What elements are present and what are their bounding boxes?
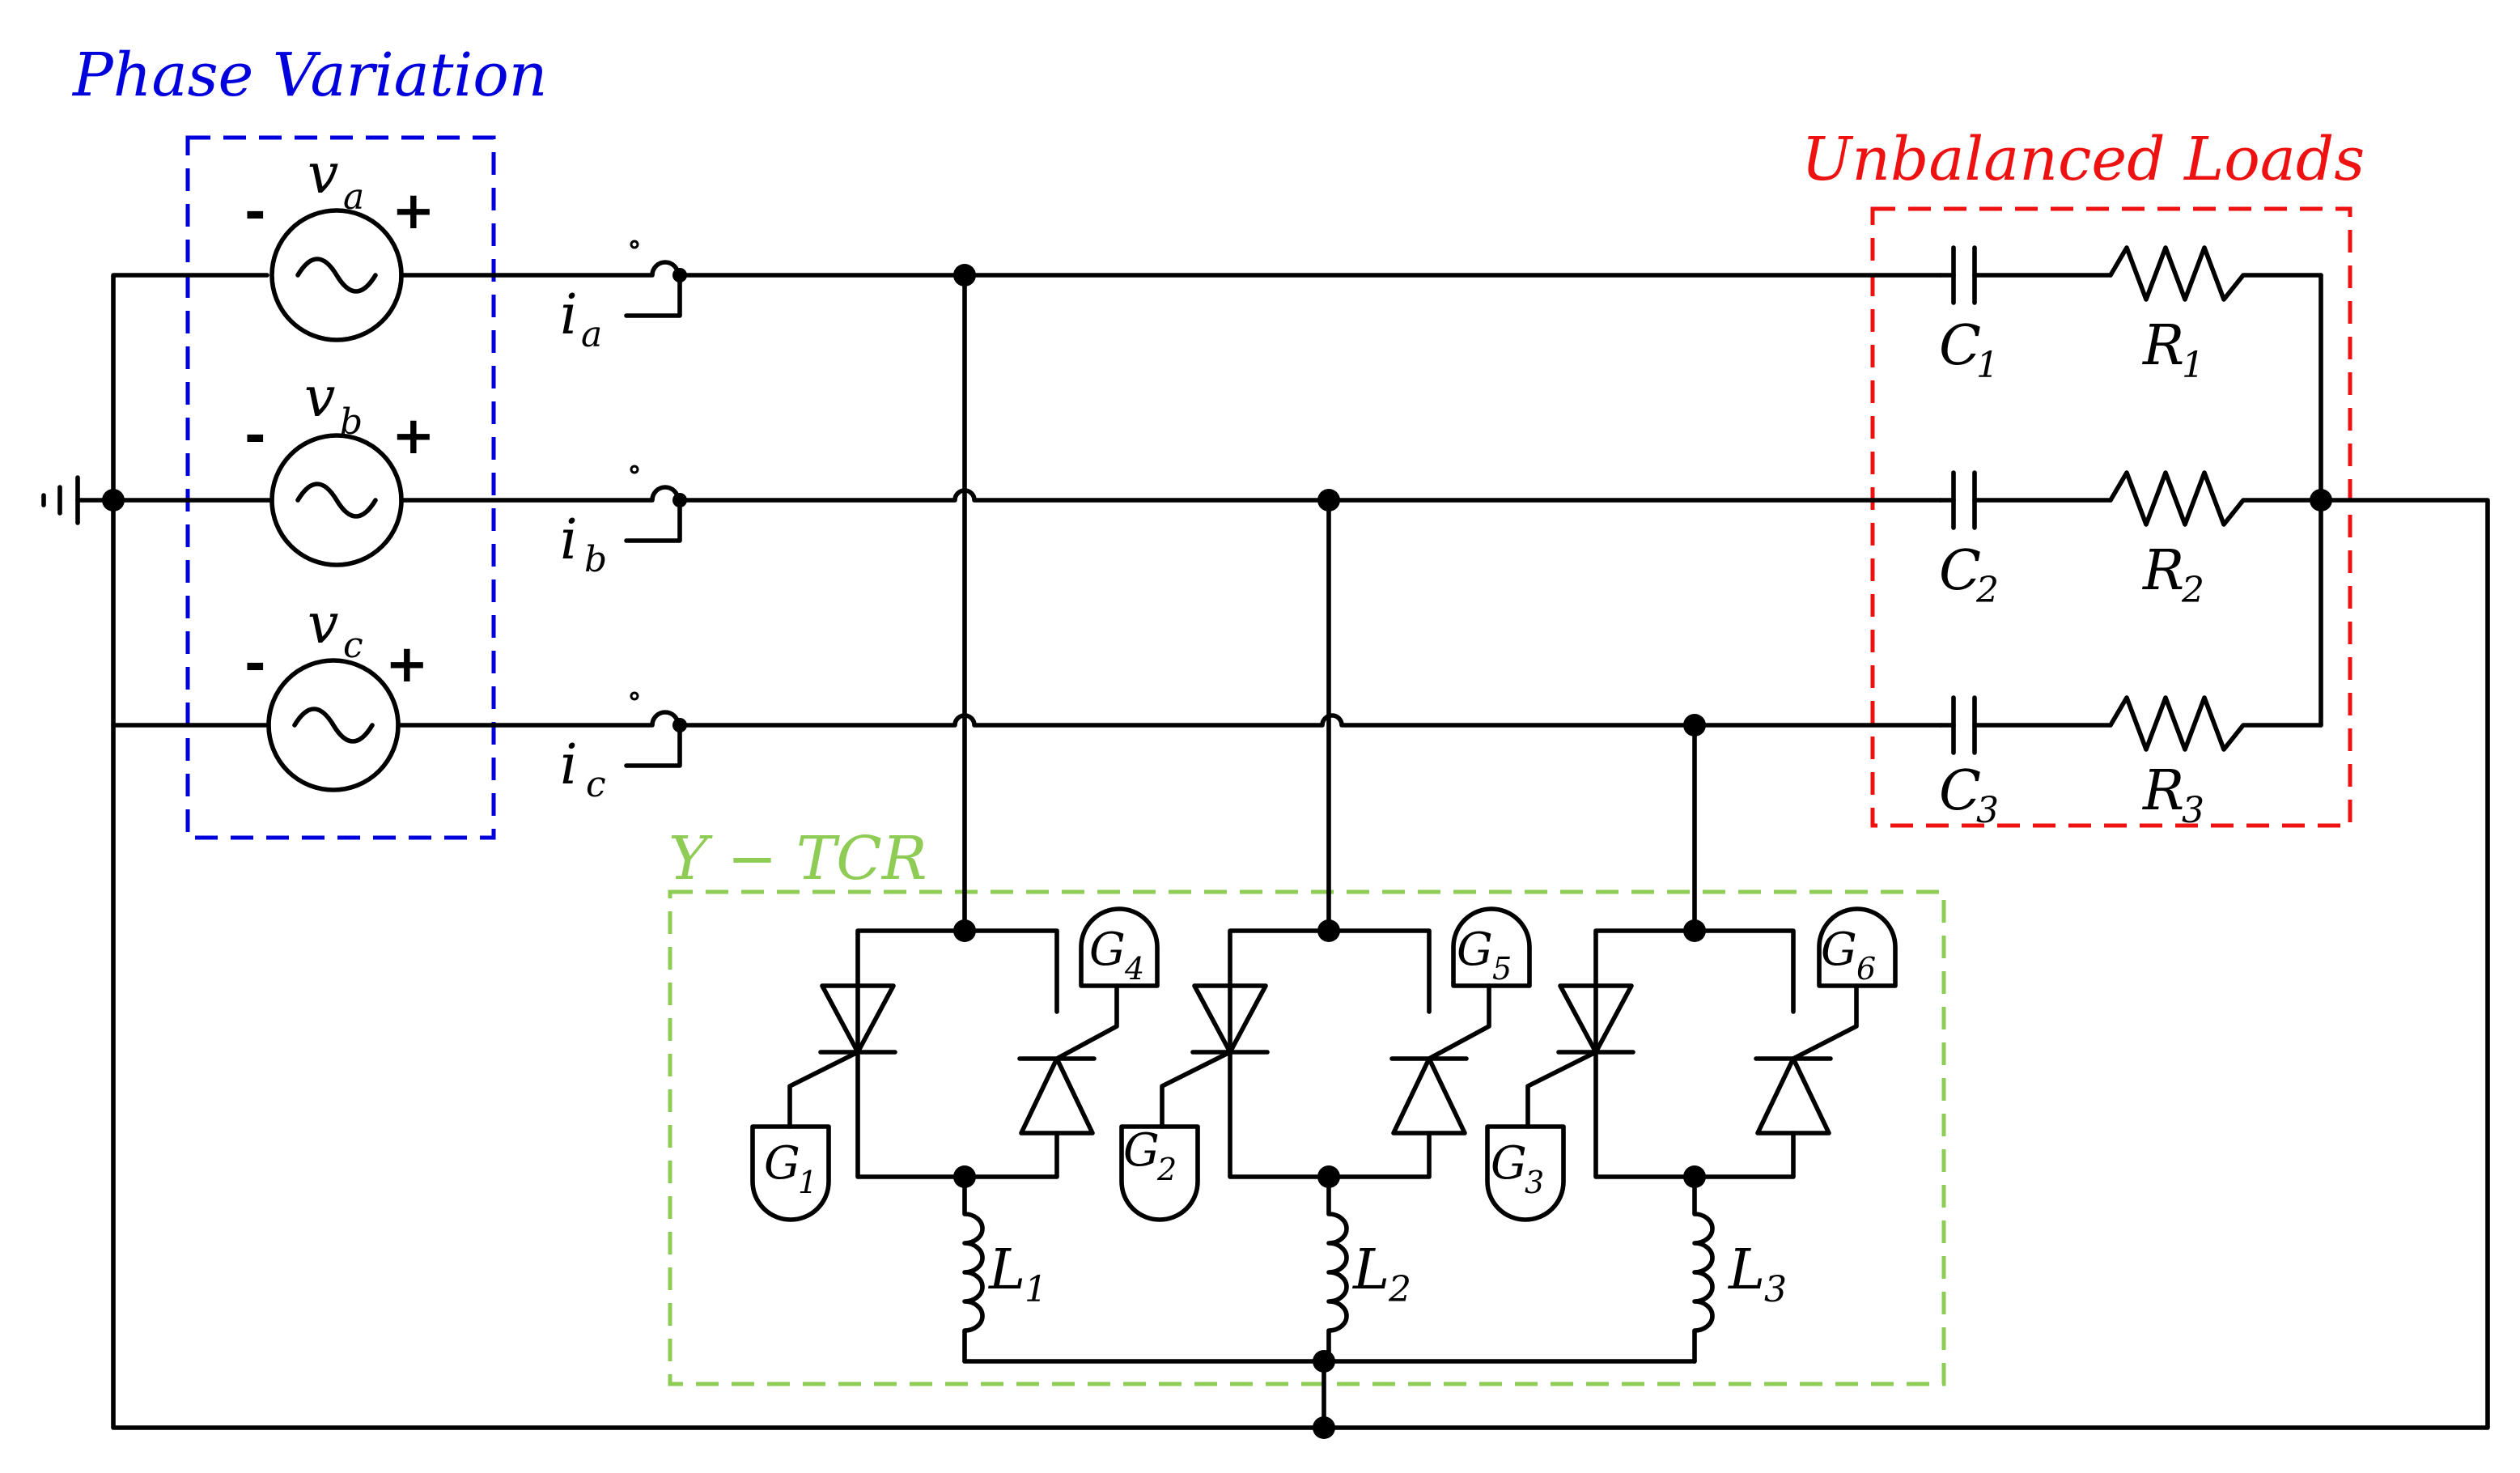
source-c-minus: - <box>244 635 266 694</box>
junction-dot <box>1683 714 1706 736</box>
phase-c-line <box>677 713 1943 728</box>
inductor-l2 <box>1326 1174 1349 1364</box>
current-a-symbol: i <box>560 283 578 347</box>
source-c-symbol: v <box>308 592 338 656</box>
res-2-sub: 2 <box>2181 570 2204 611</box>
ind-2-sub: 2 <box>1388 1269 1411 1310</box>
inductor-l1 <box>962 1174 985 1364</box>
gate-g5: G 5 <box>1451 906 1532 988</box>
res-1-sub: 1 <box>2182 345 2204 386</box>
source-b-minus: - <box>244 406 266 466</box>
cap-2-sub: 2 <box>1975 570 1999 611</box>
phase-b-line <box>677 488 1943 503</box>
junction-dot <box>2310 489 2332 512</box>
capacitor-c1 <box>1951 245 1977 305</box>
current-b-symbol: i <box>560 508 578 572</box>
cap-3-symbol: C <box>1939 759 1981 823</box>
junction-dot <box>953 264 976 287</box>
res-1-symbol: R <box>2141 314 2184 378</box>
source-vc <box>266 658 401 792</box>
source-va <box>269 208 404 342</box>
svg-text:2: 2 <box>1156 1152 1177 1187</box>
gate-g1: G 1 <box>750 1124 831 1222</box>
cap-1-symbol: C <box>1939 314 1981 378</box>
gate-g3: G 3 <box>1485 1124 1566 1222</box>
svg-text:4: 4 <box>1124 951 1144 987</box>
y-tcr-box <box>668 889 1946 1386</box>
ind-2-symbol: L <box>1351 1238 1389 1302</box>
junction-dot <box>1313 1350 1335 1373</box>
source-a-sub: a <box>343 176 364 218</box>
svg-text:G: G <box>1821 923 1857 976</box>
source-c-sub: c <box>343 625 363 666</box>
svg-text:G: G <box>1491 1137 1527 1190</box>
tcr-module-3 <box>1525 919 1859 1188</box>
source-c-plus: + <box>385 635 429 694</box>
source-b-sub: b <box>340 401 363 443</box>
unbalanced-loads-box <box>1870 206 2352 828</box>
source-b-symbol: v <box>304 366 335 430</box>
res-3-symbol: R <box>2141 759 2184 823</box>
tcr-module-1 <box>787 919 1119 1188</box>
svg-text:G: G <box>1457 923 1493 976</box>
phase-variation-box <box>185 135 496 840</box>
current-c-sub: c <box>586 764 606 805</box>
source-a-minus: - <box>244 183 266 243</box>
resistor-r2 <box>2108 470 2323 527</box>
gate-g6: G 6 <box>1817 906 1898 988</box>
cap-3-sub: 3 <box>1976 790 1999 831</box>
resistor-r1 <box>2108 245 2323 302</box>
junction-dot <box>1313 1416 1335 1439</box>
neutral-left-bus <box>111 273 2490 1430</box>
current-c-symbol: i <box>560 733 578 797</box>
gate-g2: G 2 <box>1119 1124 1200 1222</box>
svg-text:G: G <box>1123 1124 1160 1177</box>
svg-text:G: G <box>764 1137 800 1190</box>
ind-3-symbol: L <box>1727 1238 1765 1302</box>
ind-1-symbol: L <box>987 1238 1025 1302</box>
cap-1-sub: 1 <box>1976 345 1999 386</box>
current-meter-b <box>399 465 687 543</box>
res-2-symbol: R <box>2141 539 2184 603</box>
source-a-symbol: v <box>308 142 338 206</box>
y-tcr-title: Y − TCR <box>668 824 927 894</box>
res-3-sub: 3 <box>2182 790 2204 831</box>
cap-2-symbol: C <box>1939 539 1981 603</box>
source-b-plus: + <box>392 406 435 466</box>
gate-g4: G 4 <box>1079 906 1160 988</box>
svg-text:3: 3 <box>1525 1165 1544 1200</box>
phase-variation-title: Phase Variation <box>71 40 547 110</box>
current-b-sub: b <box>584 539 607 580</box>
source-vb <box>269 433 404 567</box>
svg-text:6: 6 <box>1856 951 1876 987</box>
junction-dot <box>1317 489 1340 512</box>
unbalanced-loads-title: Unbalanced Loads <box>1801 125 2365 194</box>
svg-text:1: 1 <box>798 1165 817 1200</box>
capacitor-c2 <box>1951 470 1977 530</box>
inductor-l3 <box>1692 1174 1715 1364</box>
capacitor-c3 <box>1951 695 1977 755</box>
current-meter-c <box>396 691 687 768</box>
current-meter-a <box>399 240 687 318</box>
svg-text:5: 5 <box>1492 951 1512 987</box>
resistor-r3 <box>2108 695 2323 752</box>
svg-text:G: G <box>1089 923 1126 976</box>
source-a-plus: + <box>392 181 435 241</box>
ind-3-sub: 3 <box>1764 1269 1787 1310</box>
current-a-sub: a <box>581 314 602 355</box>
tcr-module-2 <box>1160 919 1491 1188</box>
ind-1-sub: 1 <box>1025 1269 1047 1310</box>
